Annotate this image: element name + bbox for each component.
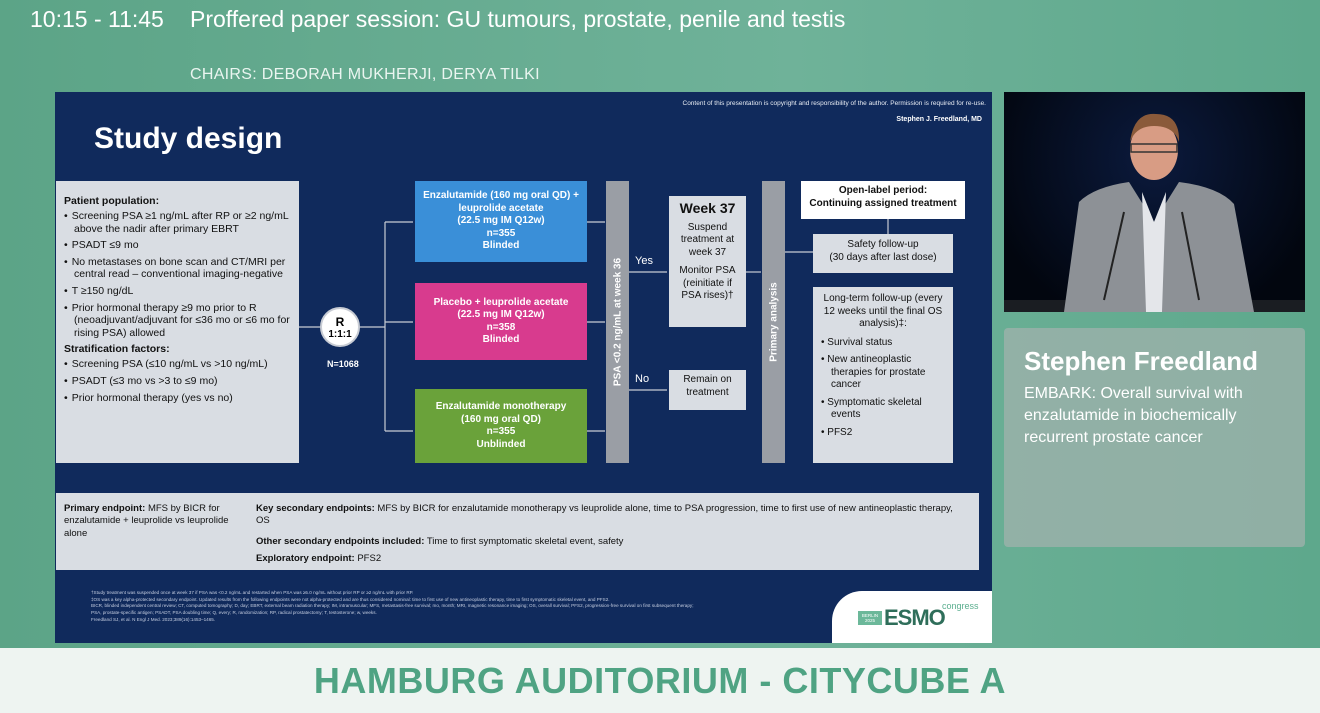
session-time: 10:15 - 11:45 [30, 6, 164, 32]
week37-title: Week 37 [679, 200, 736, 216]
footnote: †Study treatment was suspended once at w… [91, 590, 414, 595]
arm-status: Unblinded [476, 438, 526, 450]
arm-enzalutamide-leuprolide: Enzalutamide (160 mg oral QD) + leuproli… [415, 181, 587, 262]
patient-population-box: Patient population: Screening PSA ≥1 ng/… [56, 181, 299, 463]
population-item: Prior hormonal therapy ≥9 mo prior to R … [64, 302, 291, 340]
footnote: PSA, prostate-specific antigen; PSADT, P… [91, 609, 377, 615]
speaker-name: Stephen Freedland [1024, 346, 1259, 376]
key-secondary-endpoints: Key secondary endpoints: MFS by BICR for… [256, 503, 953, 527]
strat-item: Screening PSA (≤10 ng/mL vs >10 ng/mL) [64, 358, 291, 371]
venue-name: HAMBURG AUDITORIUM - CITYCUBE A [313, 660, 1007, 701]
endpoints-box: Primary endpoint: MFS by BICR for enzalu… [56, 493, 979, 570]
arm-status: Blinded [482, 240, 520, 252]
arm-enzalutamide-monotherapy: Enzalutamide monotherapy (160 mg oral QD… [415, 389, 587, 463]
open-label-line: Continuing assigned treatment [809, 197, 957, 209]
footnotes: †Study treatment was suspended once at w… [91, 590, 871, 623]
footnote: ‡OS was a key alpha-protected secondary … [91, 596, 610, 602]
no-label: No [635, 373, 650, 385]
week37-box: Week 37 Suspend treatment at week 37 Mon… [669, 196, 746, 327]
open-label-box: Open-label period: Continuing assigned t… [801, 181, 965, 219]
longterm-followup-box: Long-term follow-up (every 12 weeks unti… [813, 287, 953, 463]
exploratory-endpoint: Exploratory endpoint: PFS2 [256, 553, 382, 564]
arm-line: Placebo + leuprolide acetate [433, 296, 569, 308]
population-item: T ≥150 ng/dL [64, 285, 291, 298]
safety-line: Safety follow-up [847, 239, 919, 250]
population-item: PSADT ≤9 mo [64, 239, 291, 252]
open-label-line: Open-label period: [838, 185, 928, 196]
arm-line: Enzalutamide monotherapy [435, 401, 567, 412]
primary-endpoint: Primary endpoint: MFS by BICR for enzalu… [64, 503, 229, 539]
remain-box: Remain on treatment [669, 370, 746, 410]
arm-status: Blinded [482, 334, 520, 345]
arm-placebo-leuprolide: Placebo + leuprolide acetate (22.5 mg IM… [415, 283, 587, 360]
copyright-notice: Content of this presentation is copyrigh… [682, 100, 987, 107]
longterm-heading: Long-term follow-up (every 12 weeks unti… [823, 293, 943, 329]
talk-title: EMBARK: Overall survival with enzalutami… [1024, 385, 1243, 447]
arm-line: (22.5 mg IM Q12w) [457, 215, 545, 227]
arm-line: (160 mg oral QD) [460, 413, 542, 425]
longterm-item: • Survival status [821, 336, 893, 348]
slide-author: Stephen J. Freedland, MD [896, 116, 982, 123]
esmo-logo: BERLIN 2025 ESMO congress [832, 591, 992, 643]
population-item: Screening PSA ≥1 ng/mL after RP or ≥2 ng… [64, 210, 291, 235]
logo-brand: ESMO [884, 605, 946, 630]
strat-item: Prior hormonal therapy (yes vs no) [64, 392, 291, 405]
other-secondary-endpoints: Other secondary endpoints included: Time… [256, 536, 624, 547]
population-item: No metastases on bone scan and CT/MRI pe… [64, 256, 291, 281]
longterm-item: • PFS2 [821, 426, 853, 438]
population-heading: Patient population: [64, 195, 160, 207]
yes-label: Yes [635, 255, 653, 267]
safety-line: (30 days after last dose) [829, 251, 937, 263]
speaker-info-panel: Stephen Freedland EMBARK: Overall surviv… [1004, 328, 1305, 547]
psa-bar-label: PSA <0.2 ng/mL at week 36 [612, 257, 623, 387]
total-n: N=1068 [327, 359, 359, 369]
flow-connectors [299, 219, 889, 432]
arm-line: leuprolide acetate [458, 202, 544, 214]
slide-title: Study design [94, 122, 283, 155]
logo-suffix: congress [942, 601, 979, 611]
footnote: BICR, blinded independent central review… [91, 603, 694, 609]
strat-item: PSADT (≤3 mo vs >3 to ≤9 mo) [64, 375, 291, 388]
presentation-slide: Content of this presentation is copyrigh… [55, 92, 992, 643]
bottom-banner [0, 648, 1320, 713]
week37-suspend: Suspend treatment at week 37 [680, 221, 735, 258]
psa-threshold-bar: PSA <0.2 ng/mL at week 36 [606, 181, 629, 463]
stratification-heading: Stratification factors: [64, 343, 170, 356]
safety-followup-box: Safety follow-up (30 days after last dos… [813, 234, 953, 273]
footnote: Freedland SJ, et al. N Engl J Med. 2023;… [91, 616, 216, 622]
arm-n: n=358 [486, 321, 516, 333]
arm-line: (22.5 mg IM Q12w) [457, 309, 545, 320]
primary-analysis-bar: Primary analysis [762, 181, 785, 463]
randomization-ratio: 1:1:1 [328, 329, 352, 341]
week37-monitor: Monitor PSA (reinitiate if PSA rises)† [679, 265, 736, 301]
speaker-figure [1004, 113, 1305, 312]
arm-n: n=355 [486, 426, 516, 437]
arm-n: n=355 [486, 227, 516, 239]
longterm-item: • New antineoplastic therapies for prost… [821, 354, 926, 390]
session-title: Proffered paper session: GU tumours, pro… [190, 6, 846, 32]
logo-city: BERLIN 2025 [858, 611, 882, 625]
arm-line: Enzalutamide (160 mg oral QD) + [423, 190, 579, 202]
randomization-circle: R 1:1:1 [320, 307, 360, 347]
randomization-letter: R [335, 315, 345, 329]
speaker-video [1004, 92, 1305, 312]
primary-bar-label: Primary analysis [768, 282, 779, 362]
session-chairs: CHAIRS: DEBORAH MUKHERJI, DERYA TILKI [190, 66, 540, 83]
longterm-item: • Symptomatic skeletal events [821, 396, 922, 421]
